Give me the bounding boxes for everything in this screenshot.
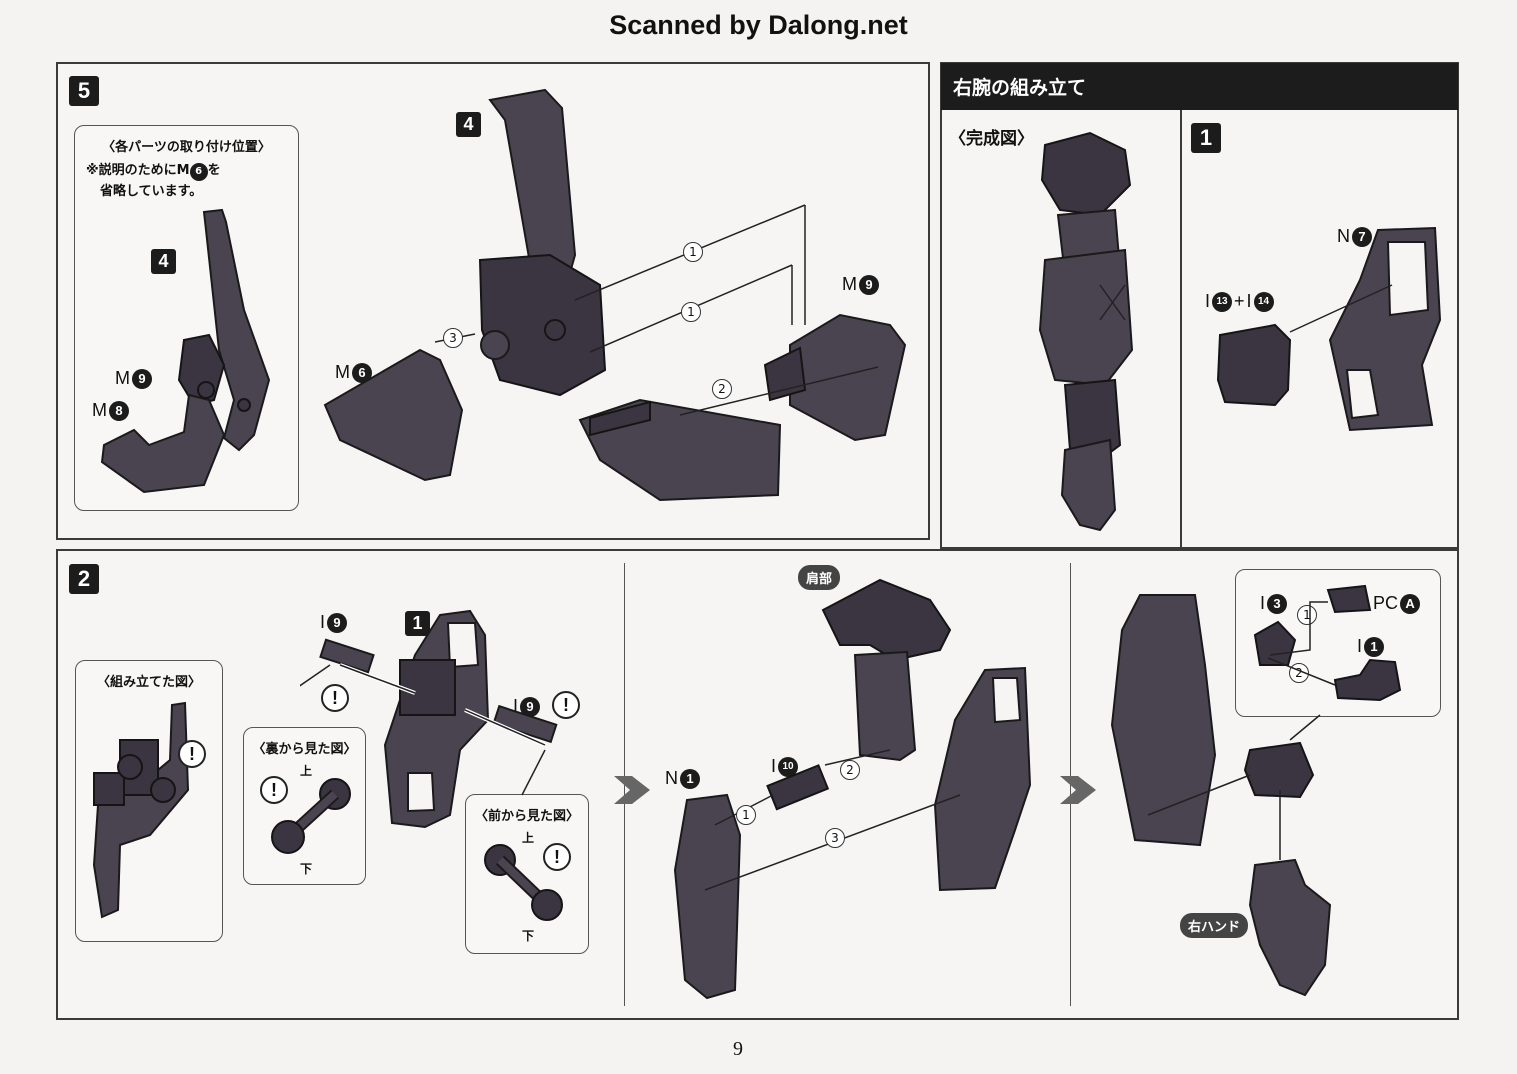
label-letter: N bbox=[665, 768, 678, 788]
step2-mid-num-2: 2 bbox=[840, 760, 860, 780]
plus-sign: + bbox=[1234, 291, 1245, 311]
label-num: 1 bbox=[680, 768, 700, 789]
assembled-box-title: 〈組み立てた図〉 bbox=[96, 675, 201, 690]
main-ref-badge: 4 bbox=[456, 112, 481, 137]
back-view-bottom: 下 bbox=[300, 862, 313, 876]
step5-num-1a: 1 bbox=[683, 242, 703, 262]
assembled-diagram bbox=[92, 701, 190, 919]
label-num: A bbox=[1400, 593, 1421, 614]
back-view-diagram bbox=[271, 778, 351, 854]
label-letter: I bbox=[771, 756, 777, 776]
label-letter: I bbox=[1260, 593, 1266, 613]
front-view-diagram bbox=[484, 844, 563, 921]
panel-divider bbox=[1180, 110, 1182, 548]
label-letter: I bbox=[320, 612, 326, 632]
step2-badge: 2 bbox=[69, 564, 99, 594]
step2-right-diagram bbox=[1110, 594, 1332, 997]
label-num: 9 bbox=[327, 612, 348, 633]
label-num: 1 bbox=[1364, 636, 1385, 657]
label-num: 9 bbox=[859, 274, 879, 295]
label-num: 10 bbox=[778, 756, 799, 777]
step2-warn-right-icon: ! bbox=[552, 691, 580, 719]
front-view-box bbox=[465, 794, 589, 954]
step5-num-2: 2 bbox=[712, 379, 732, 399]
label-letter: M bbox=[335, 362, 350, 382]
label-num: 7 bbox=[1352, 226, 1372, 247]
right-hand-pill: 右ハンド bbox=[1180, 913, 1249, 938]
step5-num-3: 3 bbox=[443, 328, 463, 348]
positions-note-line1: ※説明のためにM bbox=[86, 163, 190, 178]
label-letter: M bbox=[842, 274, 857, 294]
label-letter: I bbox=[1357, 636, 1363, 656]
back-view-warn-icon: ! bbox=[260, 776, 288, 804]
label-num: 9 bbox=[132, 368, 152, 389]
next-arrow-2-icon bbox=[1060, 776, 1096, 804]
label-num: 14 bbox=[1253, 291, 1274, 312]
label-num: 6 bbox=[352, 362, 372, 383]
step2-mid-num-3: 3 bbox=[825, 828, 845, 848]
step5-main-diagram bbox=[323, 88, 907, 502]
front-view-title: 〈前から見た図〉 bbox=[474, 809, 579, 824]
step2-left-diagram bbox=[300, 609, 558, 829]
detail-diagram bbox=[1253, 584, 1402, 702]
back-view-title: 〈裏から見た図〉 bbox=[252, 742, 357, 757]
right-arm-step1-badge: 1 bbox=[1191, 123, 1221, 153]
step2-ref-badge: 1 bbox=[405, 611, 430, 636]
assembled-warn-icon: ! bbox=[178, 740, 206, 768]
completed-arm-diagram bbox=[1038, 131, 1134, 532]
step2-warn-left-icon: ! bbox=[321, 684, 349, 712]
label-num: 9 bbox=[520, 696, 541, 717]
positions-box-title: 〈各パーツの取り付け位置〉 bbox=[102, 140, 271, 155]
positions-diagram bbox=[100, 208, 271, 494]
positions-ref-badge: 4 bbox=[151, 249, 176, 274]
label-num: 3 bbox=[1267, 593, 1288, 614]
label-letter: M bbox=[115, 368, 130, 388]
label-letter: I bbox=[513, 696, 519, 716]
back-view-top: 上 bbox=[300, 764, 313, 778]
note-part-num: 6 bbox=[189, 162, 208, 181]
step2-mid-num-1: 1 bbox=[736, 805, 756, 825]
step2-right-num-1: 1 bbox=[1297, 605, 1317, 625]
right-arm-header: 右腕の組み立て bbox=[941, 63, 1458, 110]
label-num: 8 bbox=[109, 400, 129, 421]
scan-credit-title: Scanned by Dalong.net bbox=[609, 10, 908, 40]
label-letter: PC bbox=[1373, 593, 1399, 613]
completed-label: 〈完成図〉 bbox=[949, 129, 1034, 149]
front-view-bottom: 下 bbox=[522, 929, 535, 943]
step5-num-1b: 1 bbox=[681, 302, 701, 322]
label-letter: I bbox=[1246, 291, 1252, 311]
front-view-top: 上 bbox=[522, 831, 535, 845]
label-letter: M bbox=[92, 400, 107, 420]
step2-middle-diagram bbox=[673, 578, 1032, 1000]
right-arm-step1-diagram bbox=[1216, 226, 1442, 432]
page-number: 9 bbox=[733, 1038, 743, 1060]
label-num: 13 bbox=[1212, 291, 1233, 312]
label-letter: I bbox=[1205, 291, 1211, 311]
label-letter: N bbox=[1337, 226, 1350, 246]
positions-note-line1-end: を bbox=[207, 163, 221, 178]
next-arrow-1-icon bbox=[614, 776, 650, 804]
front-view-warn-icon: ! bbox=[543, 843, 571, 871]
positions-note-line2: 省略しています。 bbox=[100, 184, 203, 199]
step5-badge: 5 bbox=[69, 76, 99, 106]
shoulder-pill: 肩部 bbox=[798, 565, 841, 590]
